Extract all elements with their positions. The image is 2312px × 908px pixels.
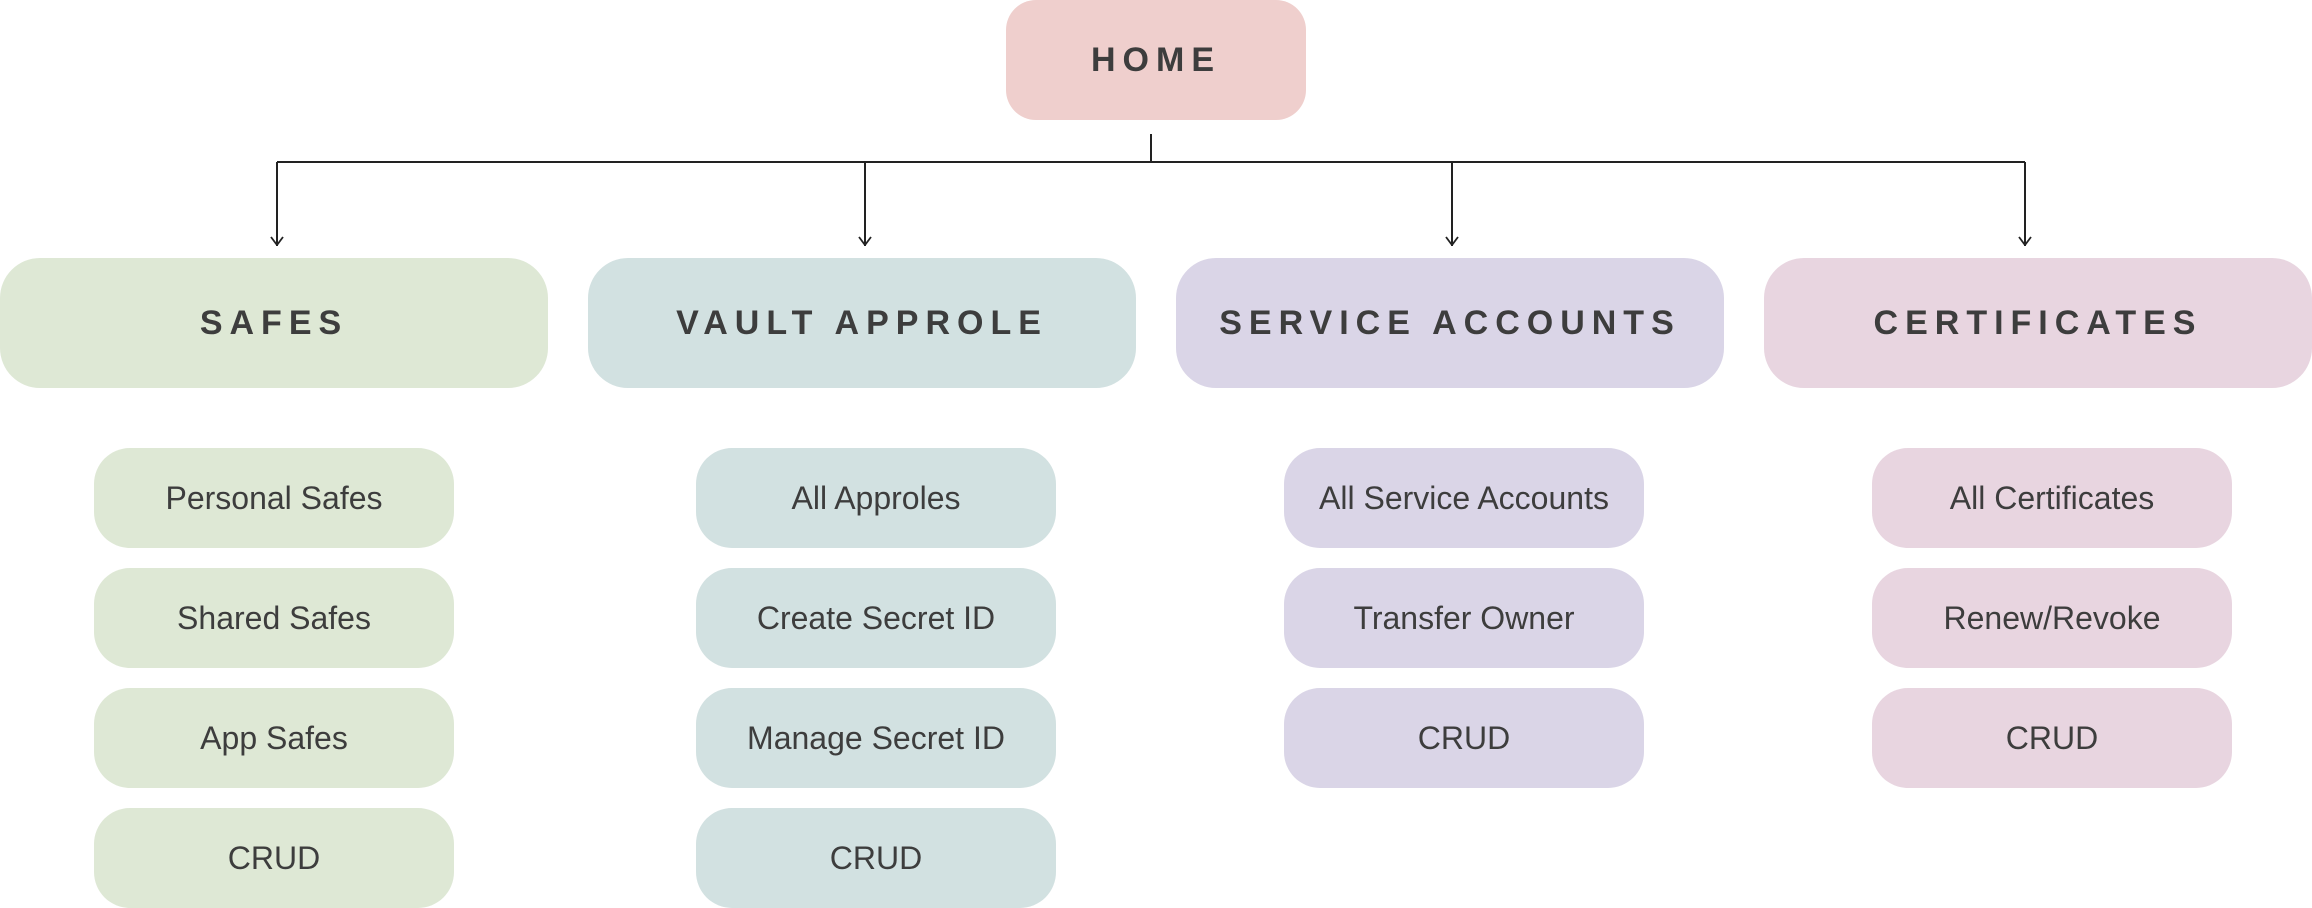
category-node-safes[interactable]: SAFES: [0, 258, 548, 388]
category-node-service-accounts[interactable]: SERVICE ACCOUNTS: [1176, 258, 1724, 388]
sub-node-service-accounts[interactable]: Transfer Owner: [1284, 568, 1644, 668]
category-node-certificates[interactable]: CERTIFICATES: [1764, 258, 2312, 388]
sub-node-safes[interactable]: CRUD: [94, 808, 454, 908]
sub-node-certificates[interactable]: CRUD: [1872, 688, 2232, 788]
category-node-vault-approle[interactable]: VAULT APPROLE: [588, 258, 1136, 388]
sub-node-service-accounts[interactable]: CRUD: [1284, 688, 1644, 788]
sub-node-vault-approle[interactable]: CRUD: [696, 808, 1056, 908]
sub-node-vault-approle[interactable]: All Approles: [696, 448, 1056, 548]
sub-node-safes[interactable]: Personal Safes: [94, 448, 454, 548]
sub-node-safes[interactable]: Shared Safes: [94, 568, 454, 668]
home-node[interactable]: HOME: [1006, 0, 1306, 120]
sub-node-safes[interactable]: App Safes: [94, 688, 454, 788]
sub-node-service-accounts[interactable]: All Service Accounts: [1284, 448, 1644, 548]
sub-node-vault-approle[interactable]: Manage Secret ID: [696, 688, 1056, 788]
sub-node-vault-approle[interactable]: Create Secret ID: [696, 568, 1056, 668]
sub-node-certificates[interactable]: Renew/Revoke: [1872, 568, 2232, 668]
sub-node-certificates[interactable]: All Certificates: [1872, 448, 2232, 548]
